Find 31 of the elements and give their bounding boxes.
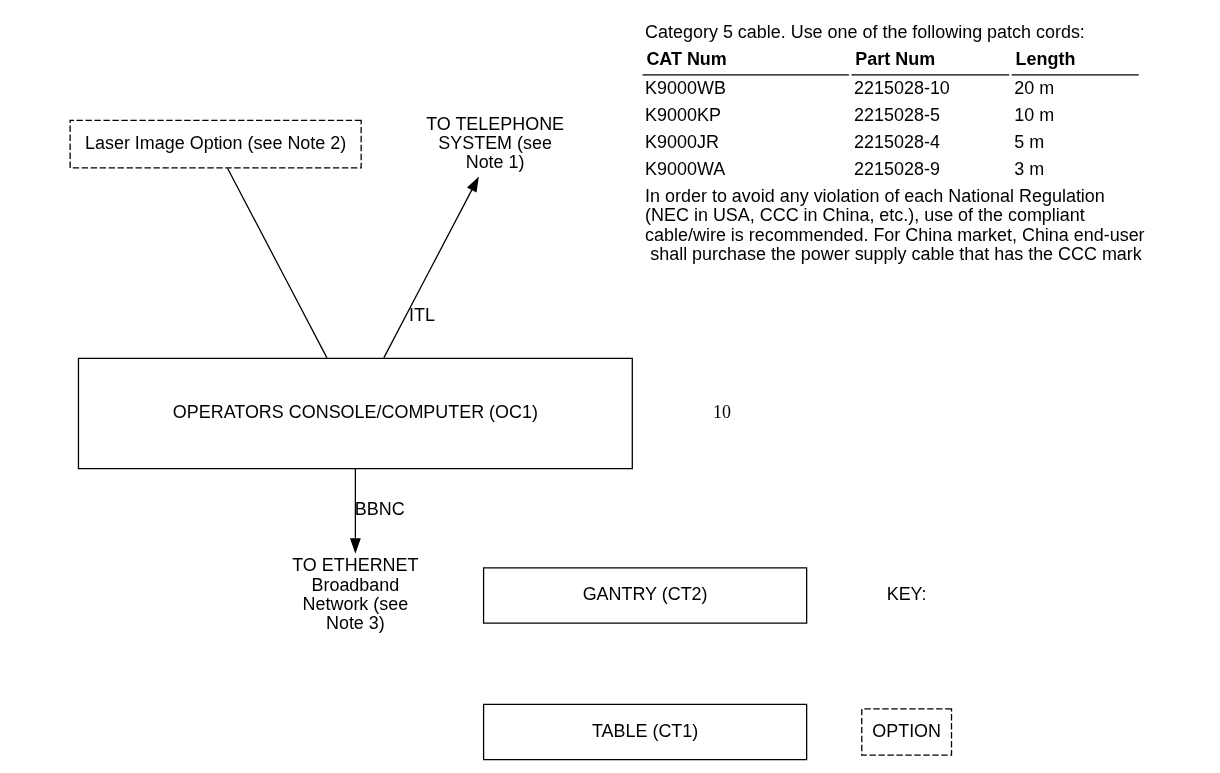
node-text: TO ETHERNET Broadband Network (see Note 3) <box>291 555 418 634</box>
node-box: Laser Image Option (see Note 2) <box>69 119 362 169</box>
label: Part Num <box>854 48 935 69</box>
label: 10 m <box>1013 105 1054 126</box>
node-text: TO TELEPHONE SYSTEM (see Note 1) <box>425 113 564 173</box>
label: KEY: <box>886 584 927 605</box>
label: In order to avoid any violation of each National Regulation (NEC in USA, CCC in China, etc.), use of the compliant cable/wire is recommended. For China market, China end-user shall purchase the power supply cable that has the CCC mark <box>644 186 1145 264</box>
label: Length <box>1015 48 1075 69</box>
label: 2215028-5 <box>853 105 940 126</box>
label: K9000KP <box>644 105 721 126</box>
arrow <box>382 176 479 359</box>
node-box: OPERATORS CONSOLE/COMPUTER (OC1) <box>77 357 633 470</box>
legend-label: OPTION <box>871 720 941 741</box>
label: 2215028-4 <box>853 132 940 153</box>
label: K9000JR <box>644 132 719 153</box>
node-box: GANTRY (CT2) <box>482 567 807 624</box>
connector <box>226 167 328 359</box>
edge-label: BBNC <box>354 498 405 519</box>
label: 2215028-9 <box>853 159 940 180</box>
label: 5 m <box>1013 132 1044 153</box>
label: K9000WB <box>644 78 726 99</box>
label: 2215028-10 <box>853 78 950 99</box>
label: 10 <box>712 402 731 423</box>
label: Category 5 cable. Use one of the following patch cords: <box>644 22 1085 43</box>
label: 20 m <box>1013 78 1054 99</box>
node-box: TABLE (CT1) <box>482 703 807 761</box>
label: K9000WA <box>644 159 725 180</box>
label: CAT Num <box>645 48 727 69</box>
edge-label: ITL <box>408 305 435 326</box>
label: 3 m <box>1013 159 1044 180</box>
arrow <box>349 467 361 554</box>
